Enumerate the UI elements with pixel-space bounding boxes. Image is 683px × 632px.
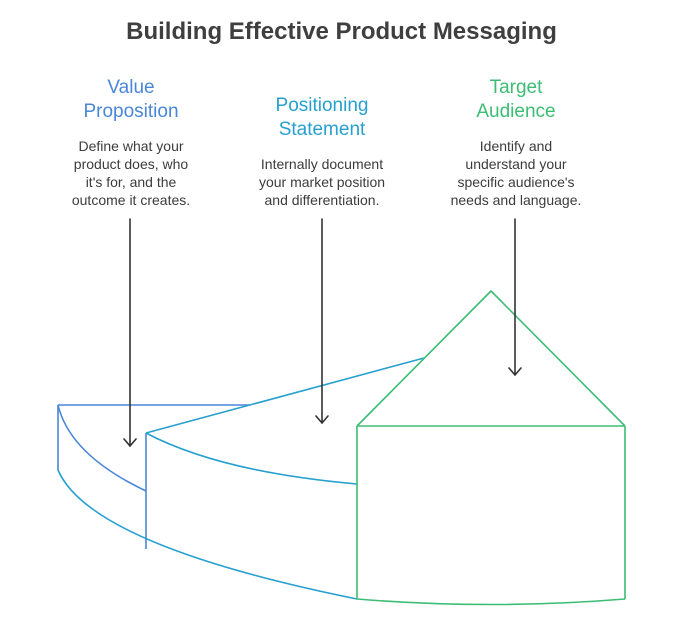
positioning-statement-segment <box>57 357 425 600</box>
positioning-statement-description: Internally document your market position… <box>258 156 386 208</box>
target-audience-title: Target Audience <box>476 77 556 122</box>
value-proposition-arrow <box>123 218 137 447</box>
target-audience-description: Identify and understand your specific au… <box>450 138 582 208</box>
value-proposition-title: Value Proposition <box>83 77 179 122</box>
value-proposition-block: Value Proposition Define what your produ… <box>56 76 206 209</box>
value-proposition-segment <box>57 404 250 549</box>
positioning-statement-block: Positioning Statement Internally documen… <box>240 94 404 209</box>
positioning-statement-arrow <box>315 218 329 424</box>
page-title: Building Effective Product Messaging <box>126 18 557 45</box>
target-audience-segment <box>356 290 626 606</box>
target-audience-arrow <box>508 218 522 376</box>
positioning-statement-title: Positioning Statement <box>275 95 369 140</box>
target-audience-block: Target Audience Identify and understand … <box>437 76 595 209</box>
value-proposition-description: Define what your product does, who it's … <box>71 138 191 208</box>
